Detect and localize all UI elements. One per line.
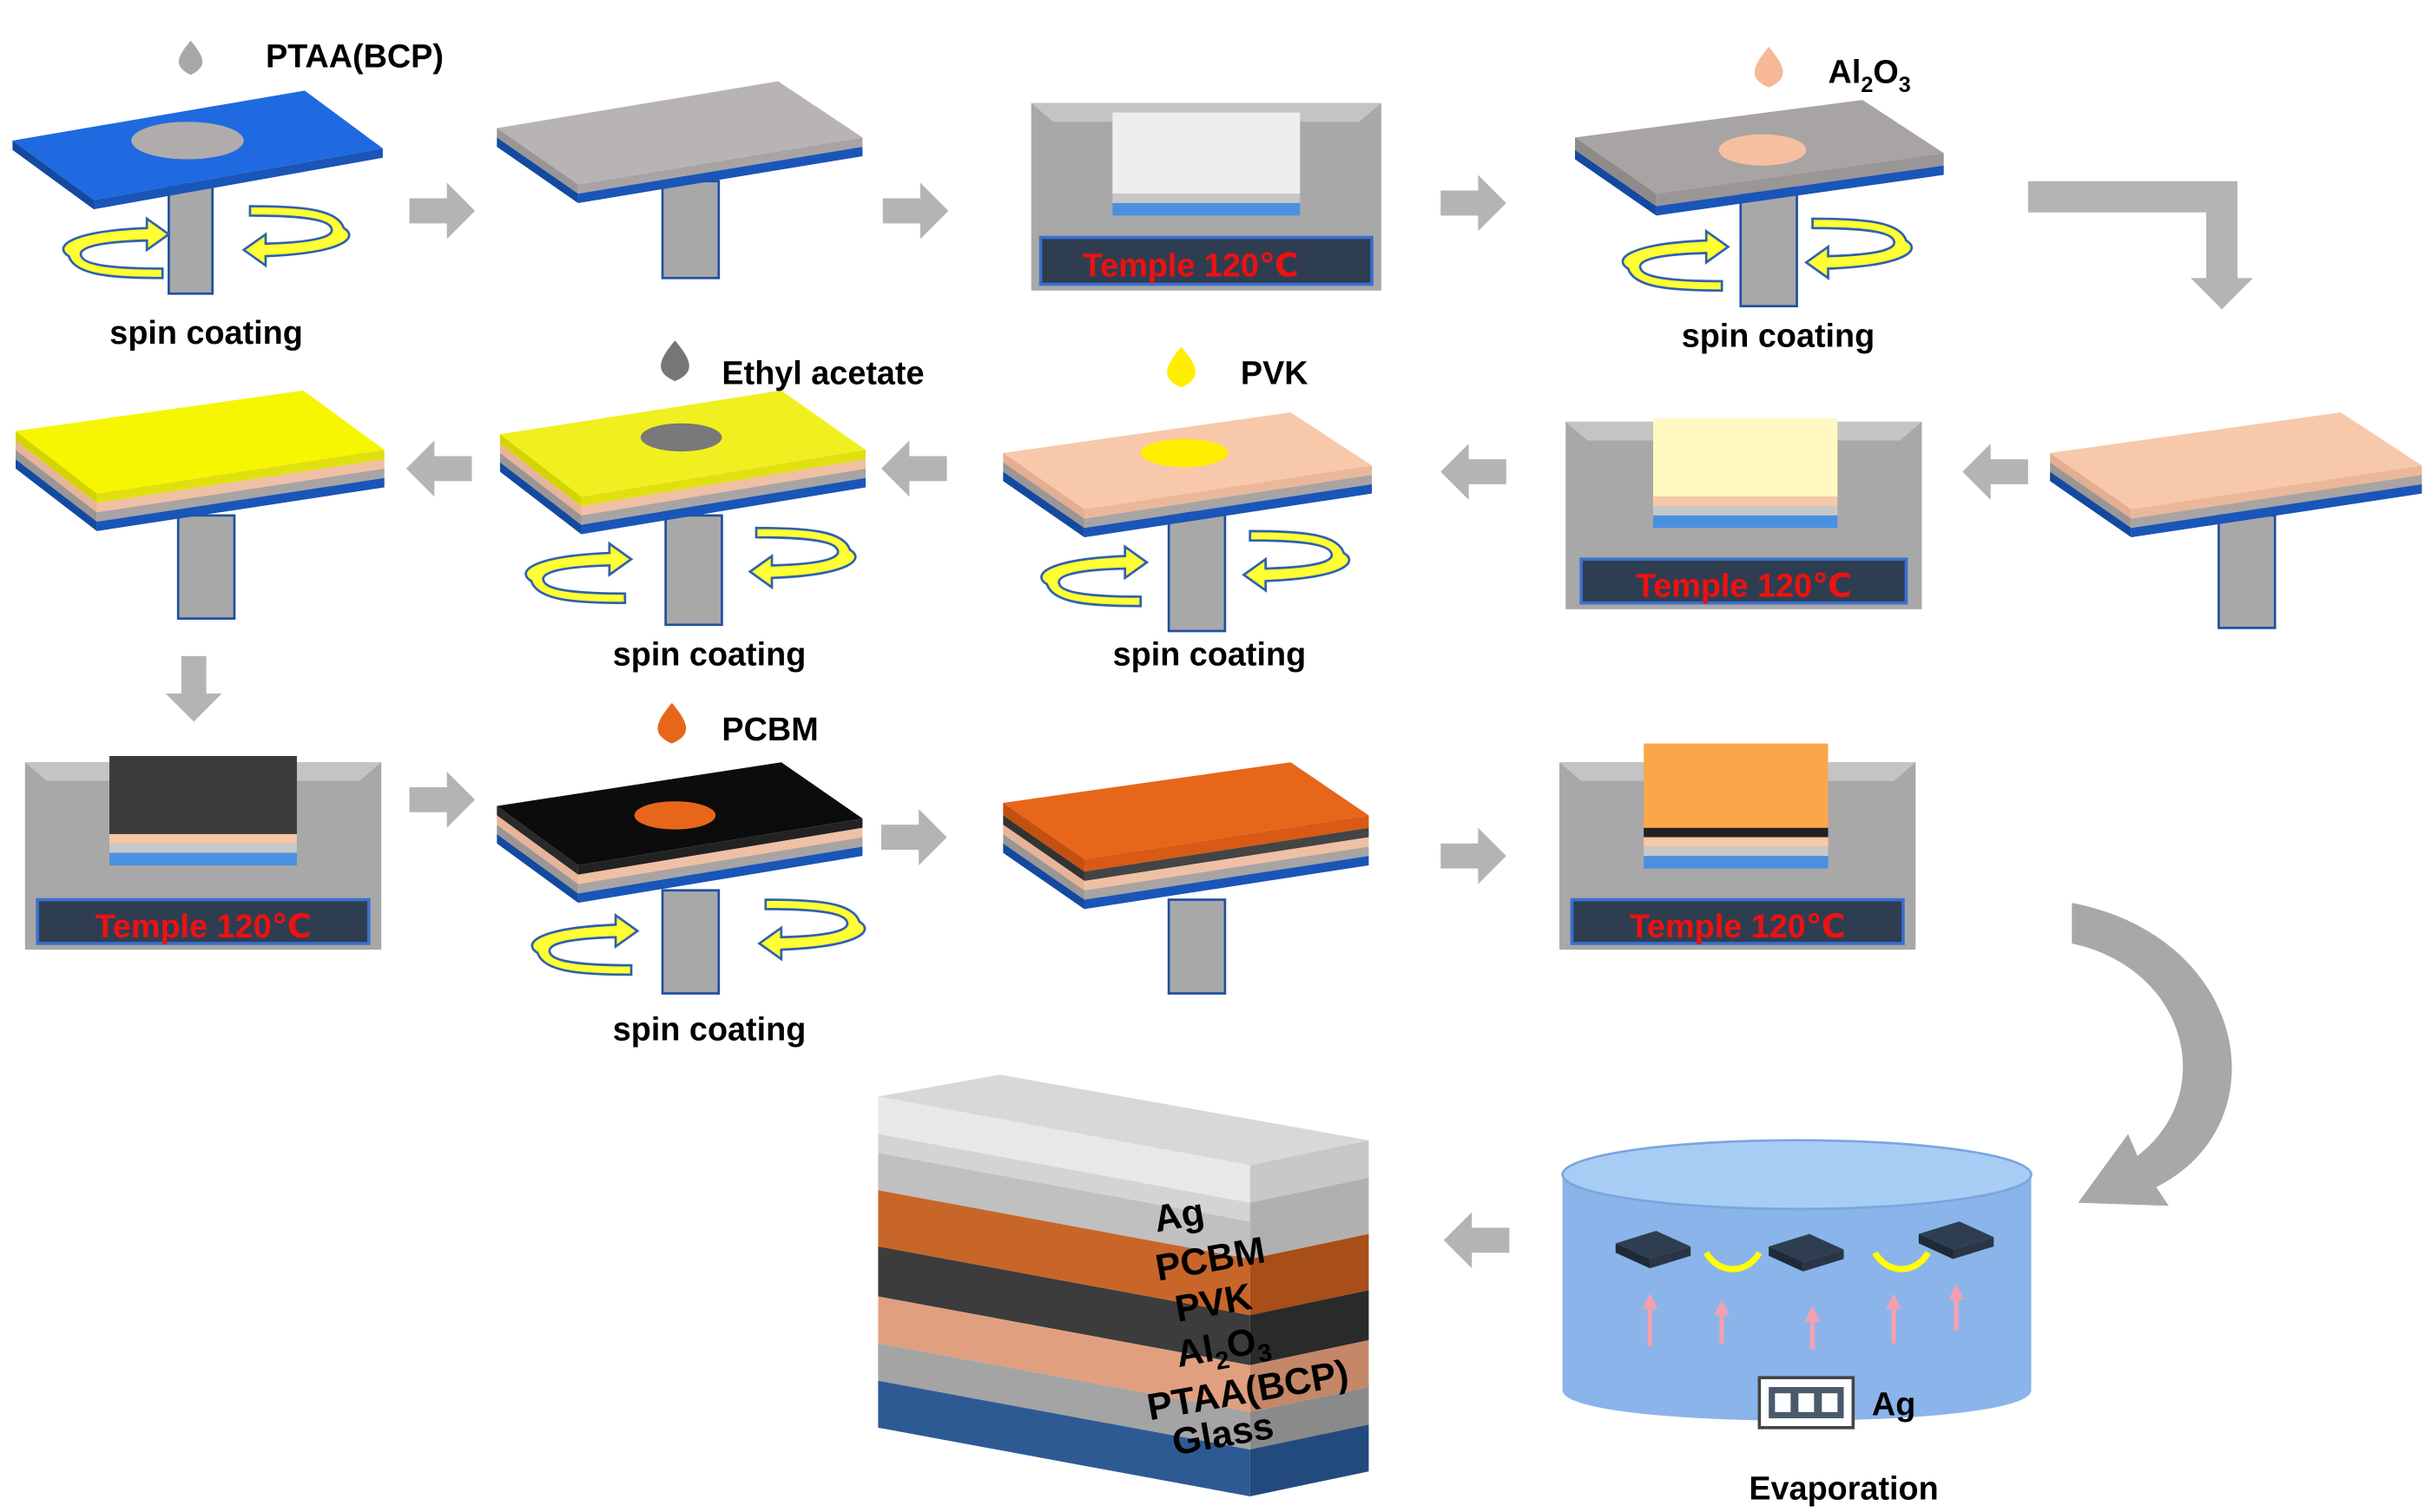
hotplate-1 — [1031, 102, 1381, 291]
spin-label-4: spin coating — [1113, 637, 1307, 674]
temple-label-3: Temple 120℃ — [96, 909, 312, 945]
device-stack — [878, 1075, 1369, 1497]
pvk-label: PVK — [1241, 356, 1308, 392]
hotplate-3 — [24, 756, 382, 950]
stack-ag-label: Ag — [1151, 1191, 1208, 1240]
ethyl-acetate-label: Ethyl acetate — [722, 356, 924, 392]
al2o3-label: Al2O3 — [1829, 54, 1911, 97]
substrate-1 — [12, 40, 383, 295]
curved-arrow — [2072, 903, 2232, 1206]
ag-source-label: Ag — [1872, 1386, 1915, 1423]
bent-arrow — [2027, 181, 2254, 310]
substrate-2 — [497, 81, 863, 279]
hotplate-4 — [1559, 743, 1916, 950]
substrate-4 — [2050, 412, 2422, 629]
substrate-8 — [497, 702, 867, 995]
pcbm-label: PCBM — [722, 712, 818, 748]
evaporation-chamber — [1561, 1139, 2033, 1430]
substrate-5 — [1003, 346, 1373, 633]
ptaa-label: PTAA(BCP) — [266, 38, 444, 75]
substrate-7 — [16, 390, 385, 620]
temple-label-1: Temple 120℃ — [1083, 248, 1299, 285]
spin-label-2: spin coating — [1682, 319, 1875, 355]
spin-label-3: spin coating — [613, 637, 806, 674]
substrate-6 — [499, 340, 866, 627]
evaporation-label: Evaporation — [1749, 1471, 1938, 1508]
hotplate-2 — [1565, 418, 1922, 609]
substrate-9 — [1003, 762, 1369, 995]
substrate-3 — [1575, 46, 1944, 308]
spin-label-5: spin coating — [613, 1012, 806, 1049]
temple-label-2: Temple 120℃ — [1636, 568, 1852, 604]
stack-al2o3-label: Al2O3 — [1173, 1318, 1275, 1383]
temple-label-4: Temple 120℃ — [1630, 909, 1846, 945]
spin-label-1: spin coating — [109, 315, 303, 352]
